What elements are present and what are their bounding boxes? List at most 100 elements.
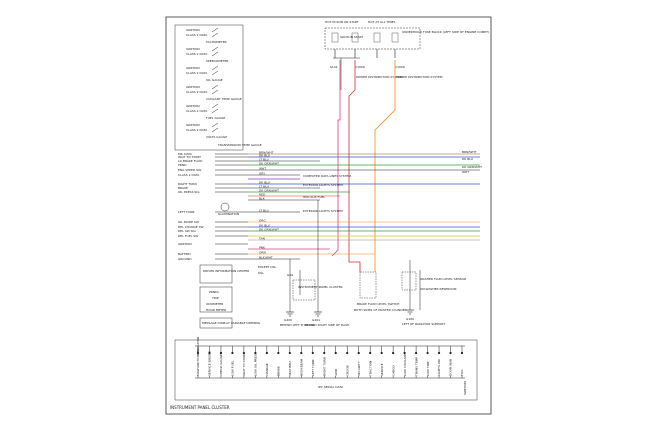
left-pin-label-11: DEL CHANGE SW (178, 225, 204, 229)
bottom-switch-label-23: FOG (460, 369, 464, 376)
wire-code-14: DK GRN/WHT (259, 228, 279, 232)
fuse-a (331, 32, 339, 43)
bottom-switch-label-2: CHECK GAUGES (219, 352, 223, 376)
bottom-switch-dot-12 (334, 351, 337, 355)
except-dsl-label: EXCEPT DSL (258, 265, 277, 269)
bottom-switch-dot-5 (254, 351, 257, 355)
bottom-switch-label-0: MALFUNCTION INDICATOR (196, 337, 200, 376)
wire-code-1: DK BLU (259, 154, 270, 158)
gauge-row1-1: IGNITION (186, 47, 200, 51)
bottom-right-label: IGNITION (463, 381, 467, 395)
driver-info-label: DRIVER INFORMATION CENTER (203, 269, 249, 273)
dic-item-2: ODOMETER (206, 302, 223, 306)
bottom-switch-label-7: BRAKE (277, 366, 281, 376)
illumination-label: ILLUMINATION (218, 212, 239, 216)
underhood-fuse-block-label: UNDERHOOD FUSE BLOCK (LEFT SIDE OF ENGIN… (402, 30, 489, 34)
bottom-switch-label-15: TRACTION (368, 361, 372, 377)
brake-fluid-label: BRAKE FLUID LEVEL SWITCH (357, 302, 399, 306)
conn-c-label: C1000 (395, 65, 405, 69)
wire-code-17: ORN (259, 251, 266, 255)
ground-symbol-b (314, 311, 322, 317)
left-pin-label-5: CLASS 2 DATA (178, 173, 200, 177)
gauge-switch2-4 (211, 108, 219, 114)
gauge-name-5: VOLTS GAUGE (206, 135, 227, 139)
fuse-b (351, 32, 359, 43)
ground-a-desc: BEHIND LEFT IP PILLAR (280, 323, 315, 327)
gauge-name-0: TACHOMETER (205, 40, 227, 44)
bottom-switch-label-19: TRANS TEMP (414, 357, 418, 377)
gauge-switch-3 (211, 84, 219, 90)
wire-code-2: LT BLU (259, 158, 269, 162)
gauge-row1-4: IGNITION (186, 104, 200, 108)
bottom-switch-label-17: CARGO (391, 364, 395, 376)
left-pin-label-1: WAIT TO START (178, 155, 201, 159)
hot-all-times-label: HOT AT ALL TIMES (368, 20, 396, 24)
cluster-gauge-box (174, 24, 244, 151)
wire-code-7: LT BLU (259, 185, 269, 189)
bottom-switch-label-18: LOW COOLANT (403, 353, 407, 376)
left-pin-label-3: PRND (178, 163, 187, 167)
fuse-d (391, 32, 399, 43)
dic-item-1: TRIP (211, 296, 219, 300)
pdb-left-label: POWER DISTRIBUTION SYSTEM (356, 75, 403, 79)
left-pin-label-4: ENG SPEED SIG (178, 168, 202, 172)
bottom-switch-label-20: LOW TIRE (426, 361, 430, 376)
gauge-row1-2: IGNITION (186, 66, 200, 70)
gauge-switch2-2 (211, 70, 219, 76)
bottom-switch-label-12: 4WD (334, 368, 338, 376)
left-pin-label-10: OIL MODE SW (178, 220, 199, 224)
gauge-switch2-1 (211, 51, 219, 57)
ground-a-label: G200 (284, 318, 292, 322)
wire-code-5: GRY (259, 172, 265, 176)
brake-fluid-desc: BOTH SIDES OF MASTER CYLINDER (354, 308, 407, 312)
bottom-switch-dot-2 (219, 351, 223, 355)
bottom-switch-label-22: DOOR AJAR (449, 359, 453, 376)
with-wo-label: W/O AUX FUEL (303, 195, 325, 199)
wire-code-6: DK BLU (259, 181, 270, 185)
washer-desc: ON WASHER RESERVOIR (420, 287, 457, 291)
bottom-switch-dot-19 (414, 351, 418, 355)
bottom-switch-dot-9 (300, 351, 303, 355)
bottom-switch-label-4: WAIT TO START (242, 353, 246, 376)
bottom-switch-label-5: LOW OIL PRESS (254, 353, 258, 376)
fuse-a-label: IGN RUN START (340, 35, 363, 39)
bottom-switch-dot-20 (426, 351, 429, 355)
wire-code-16: PNK (259, 246, 266, 250)
gauge-switch2-3 (211, 89, 219, 95)
wire-code-0: BRN/WHT (259, 151, 274, 155)
dsl-label: DSL (258, 271, 264, 275)
washer-label: WASHER FLUID LEVEL SENSOR (420, 277, 466, 281)
relay-label: GAS (287, 273, 293, 277)
wire-code-3: DK GRN/WHT (259, 162, 279, 166)
gauge-name-2: OIL GAUGE (206, 78, 223, 82)
bottom-switch-dot-4 (242, 351, 246, 355)
wire-code-11: LT BLU (259, 209, 269, 213)
wire-code-15: TAN (258, 237, 265, 241)
feed-pink (331, 60, 341, 257)
ground-symbol-c (406, 309, 414, 315)
harness-lines (248, 153, 480, 260)
wire-code-18: BLK/WHT (259, 256, 273, 260)
left-pin-label-6: RIGHT TURN (178, 182, 197, 186)
bottom-switch-label-16: SERVICE (380, 363, 384, 376)
right-label-4: WHT (462, 170, 469, 174)
conn-a-label: S101 (330, 65, 338, 69)
gauge-row1-5: IGNITION (186, 123, 200, 127)
bottom-switch-box (174, 339, 478, 401)
pdb-right-label: POWER DISTRIBUTION SYSTEM (396, 75, 443, 79)
bottom-switch-dot-13 (346, 351, 349, 355)
relay-desc: INSTRUMENT PANEL CLUSTER (298, 285, 343, 289)
fuse-c (373, 32, 381, 43)
left-pin-label-2: LO BRAKE FLUID (178, 159, 203, 163)
wire-code-13: DK BLU (259, 224, 270, 228)
wire-code-12: ORG (259, 219, 266, 223)
bottom-switch-dot-6 (265, 351, 268, 355)
exterior-lights-label-2: EXTERIOR LIGHTS SYSTEM (303, 209, 343, 213)
left-pin-label-15: BATTERY (178, 252, 191, 256)
gauge-switch-0 (211, 27, 219, 33)
gauge-name-1: SPEEDOMETER (206, 59, 228, 63)
wire-code-9: RED (259, 193, 266, 197)
